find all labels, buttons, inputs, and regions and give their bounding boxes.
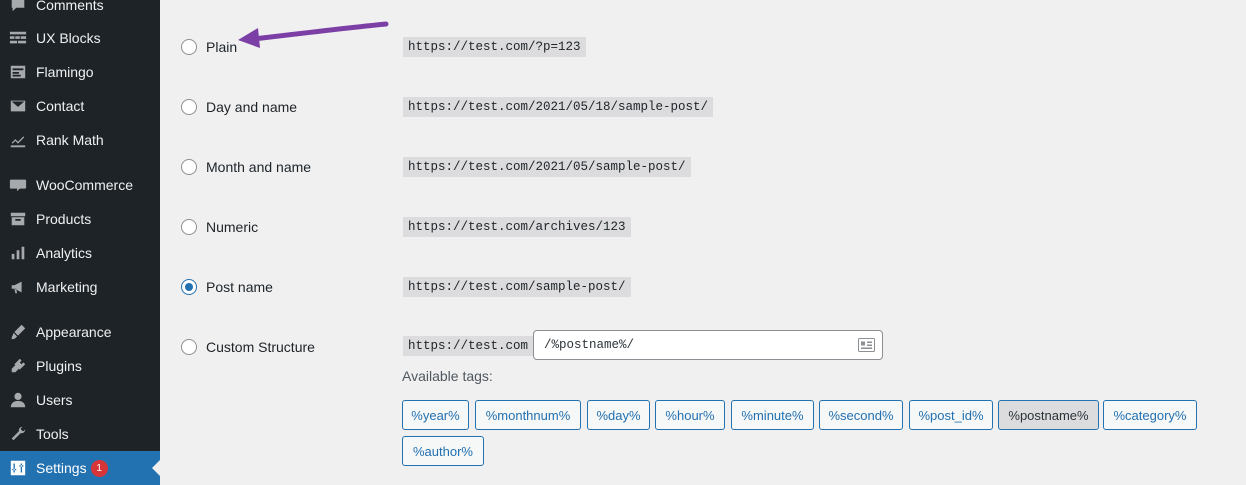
example-url-plain: https://test.com/?p=123 bbox=[403, 37, 586, 57]
available-tags-label: Available tags: bbox=[402, 368, 493, 384]
sidebar-item-label: Users bbox=[36, 392, 73, 408]
sidebar-item-label: Flamingo bbox=[36, 64, 94, 80]
option-label-day-and-name[interactable]: Day and name bbox=[206, 99, 298, 115]
sidebar-item-ux-blocks[interactable]: UX Blocks bbox=[0, 21, 160, 55]
radio-custom-structure[interactable] bbox=[181, 339, 197, 355]
marketing-icon bbox=[8, 277, 28, 297]
products-icon bbox=[8, 209, 28, 229]
tag-hour-button[interactable]: %hour% bbox=[655, 400, 725, 430]
tools-icon bbox=[8, 424, 28, 444]
example-url-day-and-name: https://test.com/2021/05/18/sample-post/ bbox=[403, 97, 714, 117]
tag-postname-button[interactable]: %postname% bbox=[998, 400, 1099, 430]
radio-numeric[interactable] bbox=[181, 219, 197, 235]
custom-structure-input[interactable] bbox=[533, 330, 883, 360]
option-label-numeric[interactable]: Numeric bbox=[206, 219, 259, 235]
sidebar-item-label: Products bbox=[36, 211, 92, 227]
tag-post-id-button[interactable]: %post_id% bbox=[909, 400, 993, 430]
rank-math-icon bbox=[8, 130, 28, 150]
tag-day-button[interactable]: %day% bbox=[587, 400, 650, 430]
sidebar-item-label: WooCommerce bbox=[36, 177, 133, 193]
option-month-and-name[interactable]: Month and name bbox=[181, 157, 311, 177]
sidebar-item-label: UX Blocks bbox=[36, 30, 101, 46]
contact-icon bbox=[8, 96, 28, 116]
sidebar-item-label: Rank Math bbox=[36, 132, 104, 148]
update-count-badge: 1 bbox=[90, 459, 108, 477]
sidebar-item-analytics[interactable]: Analytics bbox=[0, 236, 160, 270]
sidebar-item-label: Appearance bbox=[36, 324, 112, 340]
sidebar-item-label: Plugins bbox=[36, 358, 82, 374]
sidebar-item-label: Comments bbox=[36, 0, 104, 13]
sidebar-item-users[interactable]: Users bbox=[0, 383, 160, 417]
radio-plain[interactable] bbox=[181, 39, 197, 55]
radio-month-and-name[interactable] bbox=[181, 159, 197, 175]
admin-sidebar: Comments UX Blocks Flamingo Contact Rank… bbox=[0, 0, 160, 485]
sidebar-item-comments[interactable]: Comments bbox=[0, 0, 160, 22]
flamingo-icon bbox=[8, 62, 28, 82]
sidebar-item-appearance[interactable]: Appearance bbox=[0, 315, 160, 349]
contact-card-icon bbox=[858, 338, 875, 352]
option-plain[interactable]: Plain bbox=[181, 37, 237, 57]
tag-author-button[interactable]: %author% bbox=[402, 436, 484, 466]
option-custom-structure[interactable]: Custom Structure bbox=[181, 337, 315, 357]
tag-minute-button[interactable]: %minute% bbox=[731, 400, 814, 430]
sidebar-item-label: Tools bbox=[36, 426, 69, 442]
users-icon bbox=[8, 390, 28, 410]
option-post-name[interactable]: Post name bbox=[181, 277, 273, 297]
sidebar-item-rank-math[interactable]: Rank Math bbox=[0, 123, 160, 157]
example-url-numeric: https://test.com/archives/123 bbox=[403, 217, 631, 237]
option-label-custom-structure[interactable]: Custom Structure bbox=[206, 339, 315, 355]
tag-category-button[interactable]: %category% bbox=[1103, 400, 1197, 430]
tag-second-button[interactable]: %second% bbox=[819, 400, 903, 430]
option-label-plain[interactable]: Plain bbox=[206, 39, 238, 55]
sidebar-item-tools[interactable]: Tools bbox=[0, 417, 160, 451]
settings-icon bbox=[8, 458, 28, 478]
option-label-post-name[interactable]: Post name bbox=[206, 279, 273, 295]
sidebar-item-settings[interactable]: Settings 1 bbox=[0, 451, 160, 485]
option-day-and-name[interactable]: Day and name bbox=[181, 97, 297, 117]
example-url-month-and-name: https://test.com/2021/05/sample-post/ bbox=[403, 157, 691, 177]
analytics-icon bbox=[8, 243, 28, 263]
sidebar-item-marketing[interactable]: Marketing bbox=[0, 270, 160, 304]
sidebar-item-label: Analytics bbox=[36, 245, 93, 261]
plugins-icon bbox=[8, 356, 28, 376]
appearance-icon bbox=[8, 322, 28, 342]
example-url-post-name: https://test.com/sample-post/ bbox=[403, 277, 631, 297]
custom-structure-base-url: https://test.com bbox=[403, 336, 534, 356]
sidebar-item-contact[interactable]: Contact bbox=[0, 89, 160, 123]
sidebar-item-label: Contact bbox=[36, 98, 85, 114]
option-label-month-and-name[interactable]: Month and name bbox=[206, 159, 312, 175]
sidebar-item-flamingo[interactable]: Flamingo bbox=[0, 55, 160, 89]
ux-blocks-icon bbox=[8, 28, 28, 48]
option-numeric[interactable]: Numeric bbox=[181, 217, 258, 237]
radio-day-and-name[interactable] bbox=[181, 99, 197, 115]
annotation-arrow-icon bbox=[238, 21, 389, 48]
sidebar-item-label: Settings bbox=[36, 460, 87, 476]
woocommerce-icon bbox=[8, 175, 28, 195]
sidebar-item-woocommerce[interactable]: WooCommerce bbox=[0, 168, 160, 202]
sidebar-item-plugins[interactable]: Plugins bbox=[0, 349, 160, 383]
tag-year-button[interactable]: %year% bbox=[402, 400, 469, 430]
sidebar-item-label: Marketing bbox=[36, 279, 98, 295]
tag-monthnum-button[interactable]: %monthnum% bbox=[475, 400, 581, 430]
current-menu-arrow bbox=[152, 460, 160, 476]
sidebar-item-products[interactable]: Products bbox=[0, 202, 160, 236]
comments-icon bbox=[8, 0, 28, 15]
radio-post-name[interactable] bbox=[181, 279, 197, 295]
